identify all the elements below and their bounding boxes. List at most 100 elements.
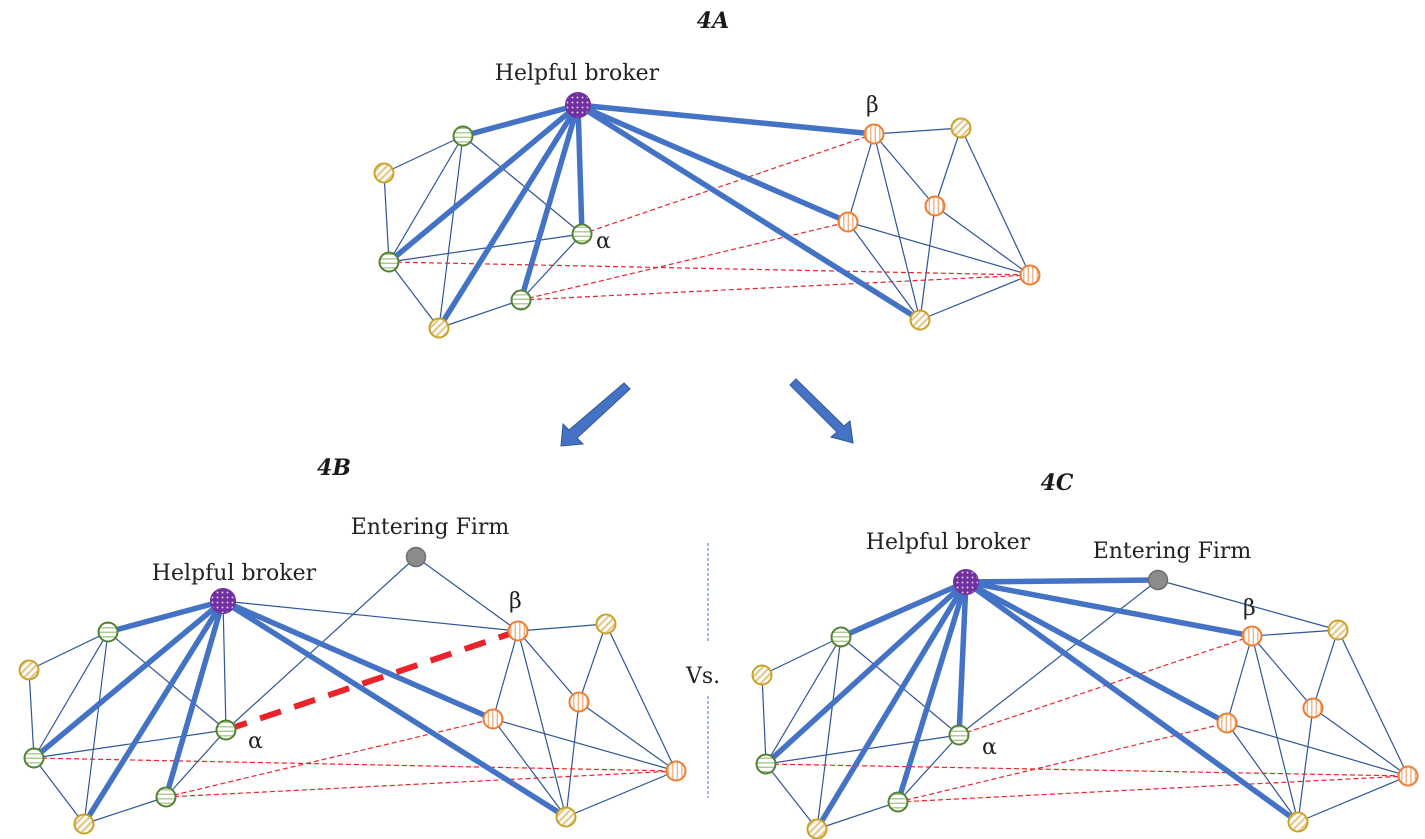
weak-tie-a1-a2 [388,135,464,263]
weak-tie-entering-alpha [958,579,1159,736]
node-cluster-b-b3 [1302,697,1324,719]
weak-tie-a1-alpha [840,636,960,736]
weak-tie-beta-q1 [517,623,607,632]
node-peripheral-q2 [909,309,931,331]
strong-tie-broker-b2 [575,102,851,225]
label-helpful-broker: Helpful broker [495,61,660,86]
weak-tie-a1-a2 [765,636,842,765]
weak-tie-q1-b3 [578,623,607,703]
highlighted-gap-alpha-beta [225,628,519,733]
label-helpful-broker: Helpful broker [866,530,1031,555]
weak-tie-a1-alpha [462,135,583,235]
node-cluster-a-a3 [155,786,177,808]
weak-tie-b2-q2 [1226,722,1299,823]
node-peripheral-p1 [373,162,395,184]
panel-4b: Helpful broker Entering Firm α β [18,515,687,835]
node-cluster-b-b3 [568,691,590,713]
strong-tie-broker-a1 [460,102,581,139]
weak-tie-a1-p2 [816,636,842,830]
node-cluster-a-a2 [23,747,45,769]
structural-hole-a3-b2 [165,718,494,798]
panel-4c: Helpful broker Entering Firm α β [751,530,1419,839]
arrow-to-4c [789,378,854,444]
alpha-node [948,724,970,746]
weak-tie-q1-b4 [1337,629,1409,777]
weak-tie-beta-b2 [847,133,875,223]
label-alpha: α [248,729,263,754]
node-cluster-b-b4 [1397,765,1419,787]
highlighted-gap [225,628,519,733]
weak-tie-beta-q2 [1251,635,1299,823]
weak-tie-a2-p2 [33,757,85,825]
broker-node [953,569,979,595]
structural-hole-a3-b2 [897,722,1228,803]
node-cluster-b-b2 [1216,712,1238,734]
weak-tie-p2-a3 [83,796,167,825]
nodes [18,546,687,835]
broker-node [210,588,236,614]
broker-node [565,92,591,118]
weak-tie-q1-b3 [934,127,962,207]
node-peripheral-q1 [1327,619,1349,641]
vs-label: Vs. [685,664,720,689]
weak-ties [383,127,1031,329]
weak-ties [28,556,677,825]
weak-tie-beta-q1 [1251,629,1339,637]
beta-node [507,620,529,642]
node-peripheral-q1 [595,613,617,635]
weak-tie-a1-p2 [438,135,464,329]
node-peripheral-p2 [428,317,450,339]
weak-tie-a1-a2 [33,631,109,759]
strong-tie-broker-b2 [220,598,496,722]
structural-hole-a2-b4 [765,763,1409,777]
node-cluster-a-a1 [452,125,474,147]
weak-tie-a2-p2 [388,261,440,329]
weak-tie-p2-a3 [438,299,522,329]
weak-tie-b2-b4 [847,221,1031,276]
strong-tie-broker-a2 [763,579,969,767]
weak-tie-b3-b4 [1312,707,1409,777]
weak-tie-b2-q2 [847,221,921,321]
node-cluster-b-b2 [482,708,504,730]
weak-tie-beta-b3 [873,133,936,207]
label-helpful-broker: Helpful broker [152,561,317,586]
strong-tie-broker-a1 [838,579,969,640]
node-cluster-b-b4 [665,760,687,782]
strong-tie-broker-a3 [895,579,969,805]
weak-tie-b3-b4 [578,701,677,772]
weak-tie-a1-p2 [83,631,109,825]
weak-tie-beta-q2 [517,630,567,818]
weak-tie-q2-b4 [565,770,677,818]
strong-ties [763,577,1301,832]
structural-holes [33,718,677,798]
weak-tie-entering-beta [415,556,519,632]
strong-tie-broker-p2 [436,102,581,331]
entering-firm-node [1147,569,1169,591]
weak-tie-b2-b4 [1226,722,1409,777]
weak-ties [761,579,1409,830]
strong-tie-broker-beta [575,102,877,137]
weak-tie-a2-p2 [765,763,818,830]
node-peripheral-p1 [18,659,40,681]
structural-hole-a2-b4 [33,757,677,772]
strong-tie-broker-a3 [163,598,226,800]
panel-title-4a: 4A [697,8,729,34]
weak-tie-q2-b4 [1297,775,1409,823]
strong-tie-broker-q2 [575,102,923,323]
structural-hole-alpha-beta [581,133,875,235]
strong-ties [386,102,923,331]
node-cluster-a-a3 [510,289,532,311]
weak-tie-b3-b4 [934,205,1031,276]
strong-tie-broker-alpha [956,579,969,738]
weak-tie-b3-q2 [919,205,936,321]
weak-tie-a2-alpha [388,233,583,263]
node-peripheral-q2 [555,806,577,828]
weak-tie-entering-q1 [1157,579,1339,631]
node-cluster-a-a3 [887,791,909,813]
node-cluster-a-a1 [830,626,852,648]
weak-tie-p2-a3 [816,801,899,830]
weak-tie-beta-b2 [492,630,519,720]
strong-tie-broker-entering [963,577,1161,585]
strong-ties [31,598,569,827]
weak-tie-a3-alpha [165,729,227,798]
